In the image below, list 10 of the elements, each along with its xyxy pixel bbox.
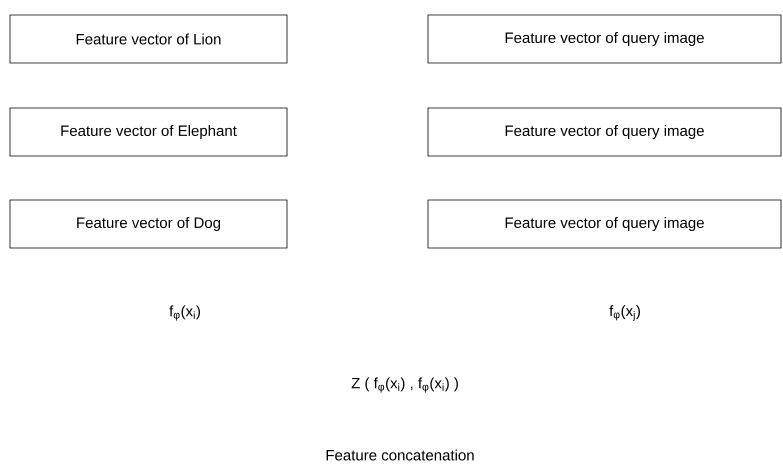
feature-vector-box: Feature vector of Lion	[10, 14, 288, 64]
formula-label: f$_{φ}$(x$_{j}$)	[609, 305, 640, 321]
formula-label: f$_{φ}$(x$_{i}$)	[169, 305, 200, 321]
feature-vector-box: Feature vector of query image	[428, 200, 782, 248]
feature-vector-box: Feature vector of Dog	[10, 200, 288, 248]
formula-label: Feature concatenation	[326, 450, 474, 460]
formula-label: Z ( f$_{φ}$(x$_{i}$) , f$_{φ}$(x$_{i}$) )	[352, 377, 458, 393]
feature-vector-box: Feature vector of Elephant	[10, 108, 288, 156]
feature-vector-box: Feature vector of query image	[428, 108, 782, 156]
feature-vector-box: Feature vector of query image	[428, 14, 782, 64]
